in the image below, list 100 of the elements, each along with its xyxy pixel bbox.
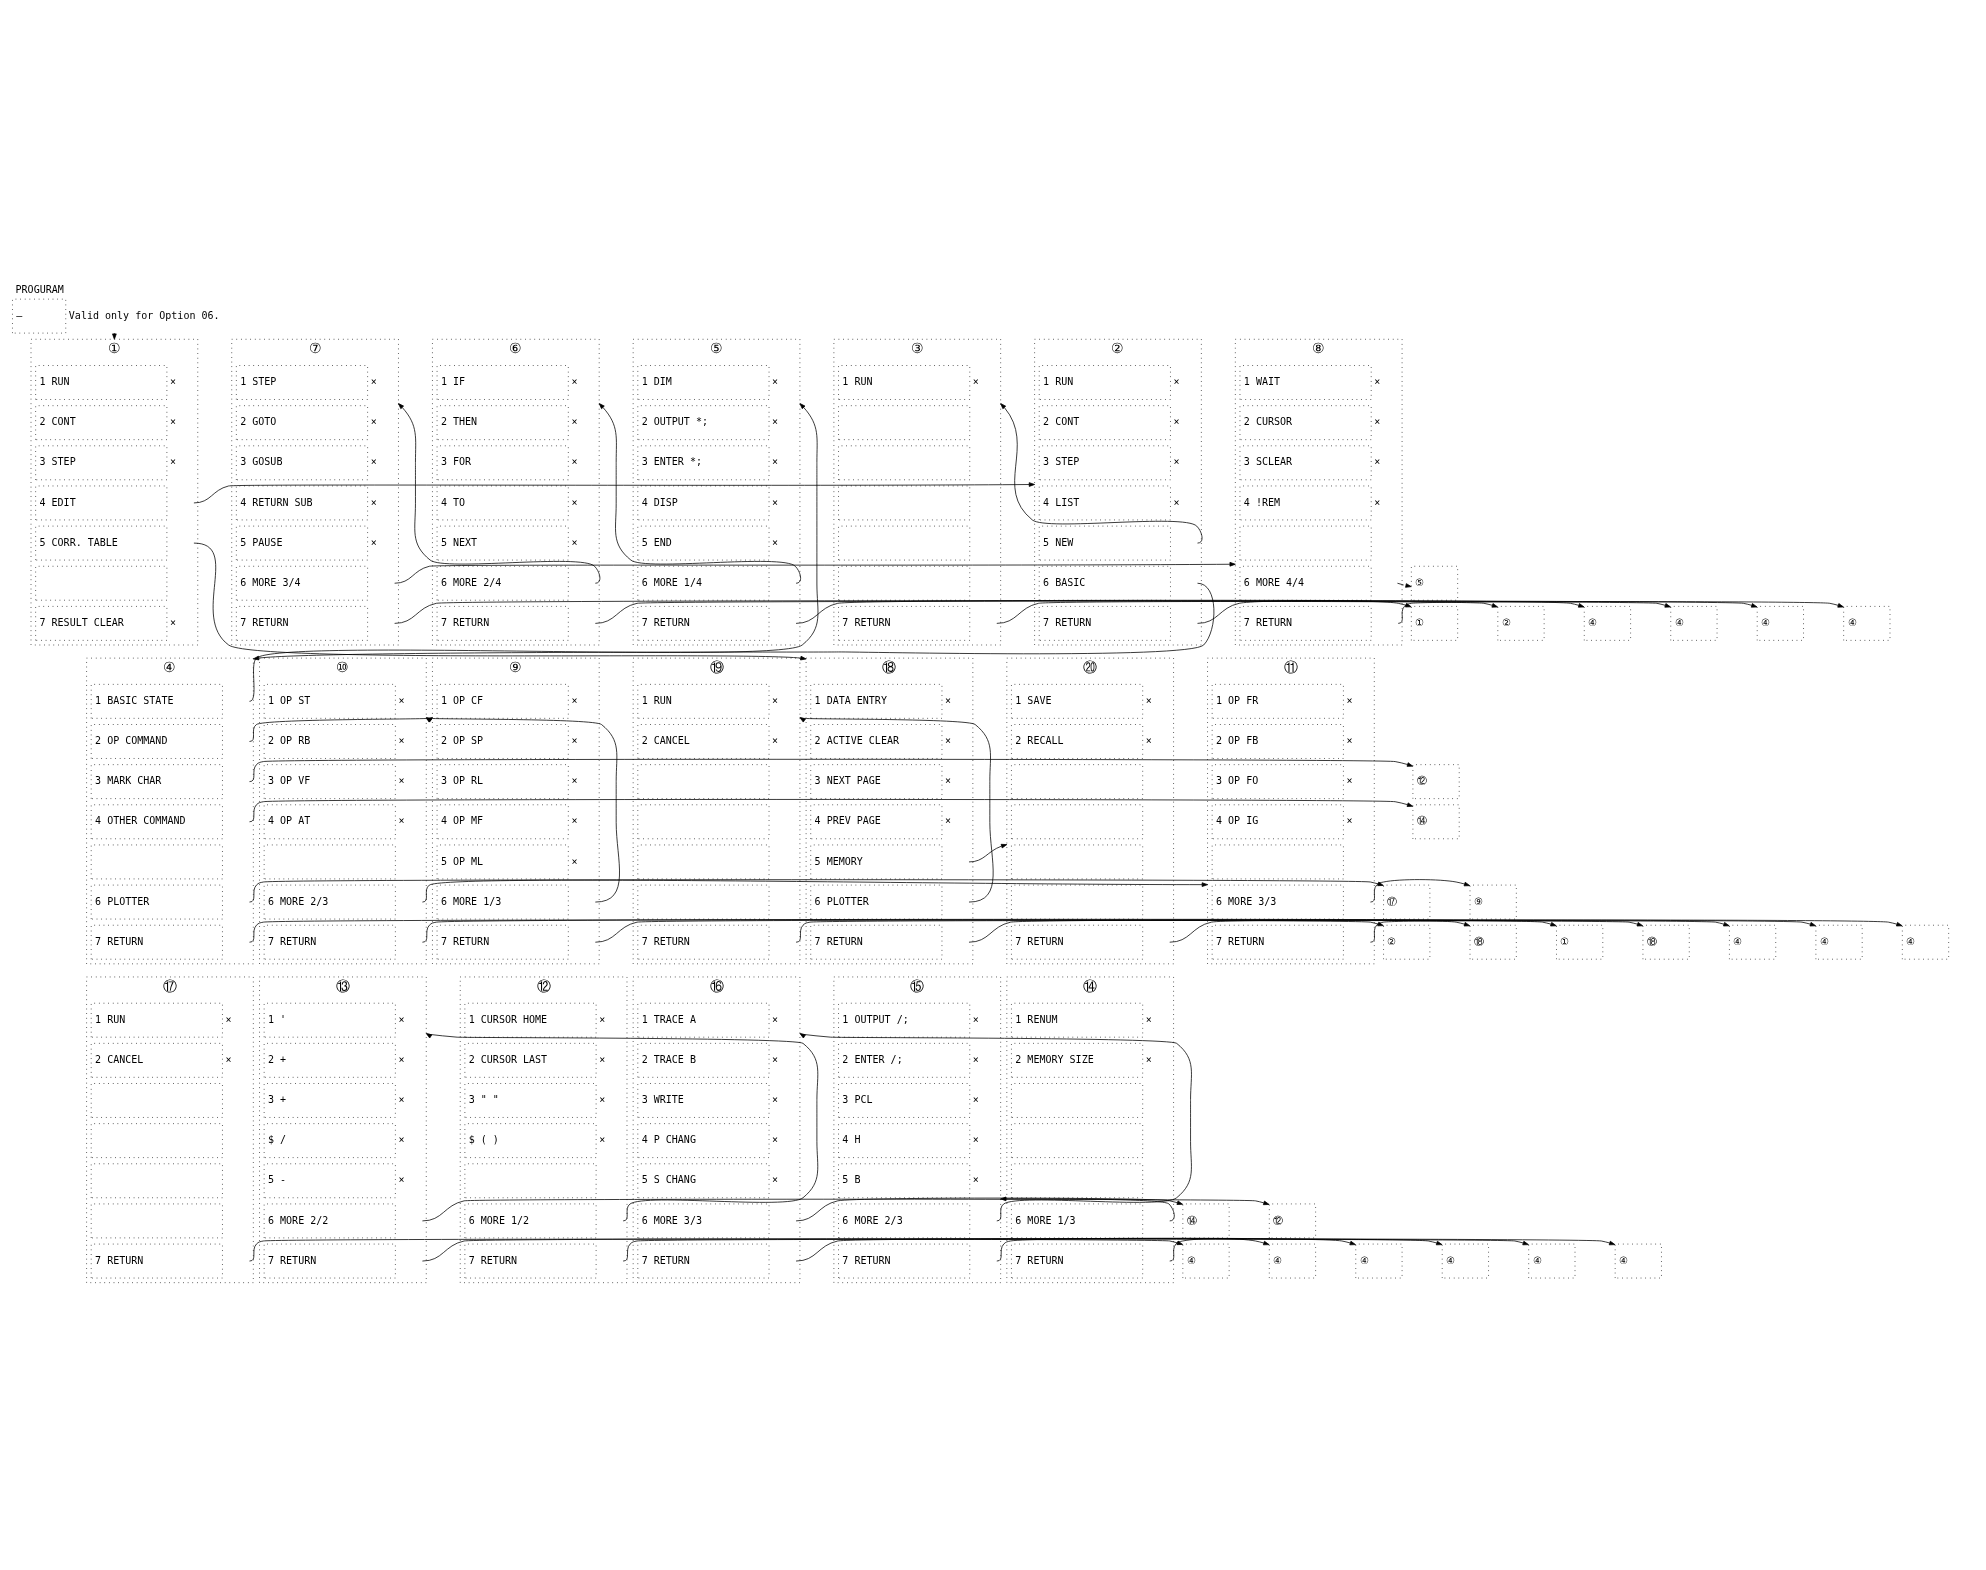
node-label: × [397,774,405,786]
node-box: 2 CURSOR [1239,404,1372,440]
node-box: 7 RETURN [809,924,942,960]
node-box [1010,1162,1143,1198]
node-label: × [169,455,176,467]
node-label: × [771,455,778,467]
node-box [837,485,970,520]
node-box: 3 OP VF [263,763,396,799]
node-label: × [771,1093,778,1105]
node-box: 6 MORE 1/2 [464,1203,596,1238]
node-label: × [771,375,778,387]
node-label: × [1346,774,1353,786]
node-label: × [972,1053,979,1065]
node-box: 1 WAIT [1239,364,1372,400]
arrow [799,1032,1192,1221]
arrow [248,798,1413,822]
arrow [193,542,806,660]
node-box: 4 H [837,1122,970,1158]
node-label: × [1373,375,1380,387]
node-box: 2 CURSOR LAST [464,1042,596,1078]
node-label: × [397,1093,405,1105]
node-box: 1 SAVE [1010,683,1143,719]
node-box [636,884,769,919]
node-box: ⑭ [1181,1203,1230,1238]
node-box: 7 RETURN [1038,605,1171,641]
node-box [263,844,396,879]
node-box: ① [1410,605,1458,641]
node-label: × [370,536,377,548]
node-label: × [598,1093,605,1105]
node-box: 4 P CHANG [636,1122,769,1158]
node-label: × [771,734,778,746]
arrow [795,1237,1442,1261]
node-box: 7 RETURN [837,1243,970,1278]
node-label: × [225,1053,232,1065]
node-box: 2 OP SP [436,723,569,759]
node-label: × [771,536,778,548]
node-box: 3 SCLEAR [1239,444,1372,480]
node-box: 7 RETURN [636,1243,769,1278]
node-box [837,444,970,480]
node-box: 2 RECALL [1010,723,1143,759]
arrow [1196,599,1412,624]
node-box: 4 DISP [636,485,769,520]
node-box: 5 NEW [1038,525,1171,560]
node-box: ⑰ [1382,884,1430,919]
node-box: 2 GOTO [235,404,368,440]
node-box: 5 CORR. TABLE [34,525,167,560]
node-box: 6 PLOTTER [809,884,942,919]
node-label: × [944,774,951,786]
node-box: 7 RETURN [235,605,368,641]
node-box: 3 ENTER *; [636,444,769,480]
node-box: 3 " " [464,1082,596,1118]
node-box: 2 + [263,1042,396,1078]
node-box: 7 RETURN [1010,924,1143,960]
node-label: × [370,375,377,387]
node-box: 6 MORE 4/4 [1239,565,1372,601]
node-label: × [370,496,377,508]
node-box: 2 OP COMMAND [90,723,223,759]
node-label: × [771,1013,778,1025]
node-label: × [370,415,377,427]
node-box: 1 RENUM [1010,1002,1143,1038]
node-label: × [598,1053,605,1065]
node-box: $ ( ) [464,1122,596,1158]
node-box [1010,803,1143,839]
arrow [421,879,1208,902]
node-box: 2 TRACE B [636,1042,769,1078]
node-box [90,1162,223,1198]
node-box: 5 MEMORY [809,844,942,879]
node-box: 3 WRITE [636,1082,769,1118]
node-box: $ / [263,1122,396,1158]
node-box: ④ [1728,924,1776,960]
node-label: × [771,496,778,508]
node-label: × [771,1173,778,1185]
node-box: 7 RETURN [1211,924,1344,960]
node-label: × [1373,415,1380,427]
node-box: 1 RUN [34,364,167,400]
arrow [248,878,1384,902]
node-box: 4 OP MF [436,803,569,839]
node-box: ② [1496,605,1544,641]
node-box: 3 FOR [436,444,569,480]
arrow [799,716,993,902]
node-box: — [11,298,66,333]
node-box: 6 PLOTTER [90,884,223,919]
node-box: 2 MEMORY SIZE [1010,1042,1143,1078]
node-box [636,763,769,799]
node-box: ④ [1583,605,1631,641]
node-box: 6 MORE 3/3 [1211,884,1344,919]
node-label: × [771,694,778,706]
node-box: 2 CONT [34,404,167,440]
node-label: × [570,496,577,508]
node-box: 6 MORE 1/3 [436,884,569,919]
node-box [837,565,970,601]
node-label: × [397,1053,405,1065]
node-label: × [397,1013,405,1025]
node-label: × [1346,694,1353,706]
node-box [1010,1082,1143,1118]
node-label: × [771,1053,778,1065]
node-box: 2 ENTER /; [837,1042,970,1078]
node-box: 3 PCL [837,1082,970,1118]
node-box: 1 IF [436,364,569,400]
node-box: 7 RETURN [636,924,769,960]
